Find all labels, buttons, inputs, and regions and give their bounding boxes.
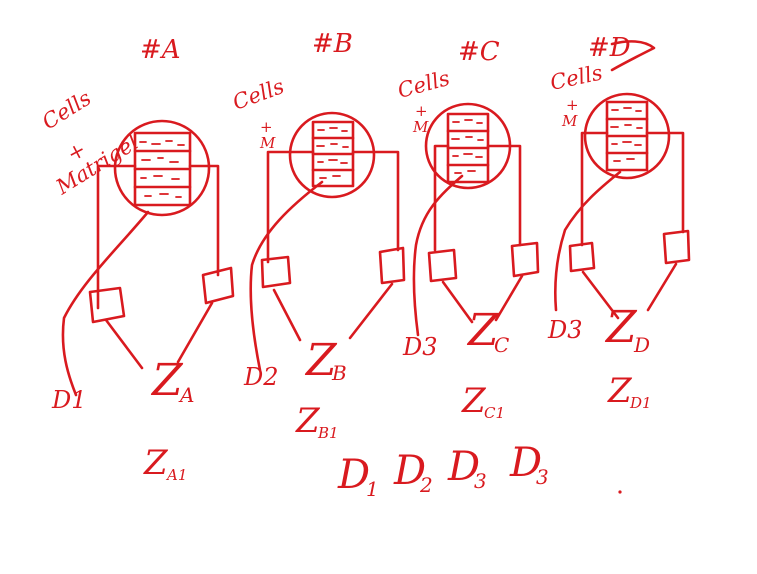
- setup-b-z-subscript: B: [331, 361, 347, 385]
- setup-d-z-label: Z: [604, 302, 638, 353]
- setup-c-electrode-left: [435, 146, 448, 250]
- setup-b-layers: [313, 138, 353, 170]
- setup-a-title: #A: [140, 35, 181, 65]
- bottom-d3-subscript: 3: [474, 469, 487, 493]
- setup-d-matrix-label: M: [561, 112, 578, 130]
- setup-c-cells-label: Cells: [395, 66, 452, 103]
- setup-c-z-subscript: C: [494, 333, 509, 357]
- setup-a-z-prime: Z: [143, 443, 169, 483]
- setup-b-matrix-label: M: [259, 134, 276, 152]
- setup-a-layers: [135, 151, 190, 187]
- stray-dot: [618, 490, 621, 493]
- setup-c: #C Cells + M D3 Z C Z C1: [395, 37, 538, 422]
- setup-b: #B Cells + M D2 Z B Z B1: [230, 29, 404, 442]
- setup-b-z-leads: [274, 284, 392, 340]
- bottom-d-row: D 1 D 2 D 3 D 3: [337, 440, 549, 501]
- setup-d: #D Cells + M D3 Z D Z D1: [547, 33, 689, 412]
- setup-a-cells-label: Cells: [38, 86, 96, 134]
- setup-c-z-prime-subscript: C1: [484, 404, 505, 422]
- setup-d-electrode-left: [582, 133, 607, 245]
- setup-d-box-left: [570, 243, 594, 271]
- bottom-d4-subscript: 3: [536, 465, 549, 489]
- setup-a-electrode-left: [98, 166, 135, 308]
- setup-c-title: #C: [458, 37, 500, 67]
- setup-b-z-prime-subscript: B1: [317, 424, 339, 442]
- setup-d-electrode-right: [647, 133, 683, 232]
- setup-a-d-lead: [63, 212, 148, 395]
- setup-b-cells-label: Cells: [230, 74, 288, 115]
- setup-b-box-left: [262, 257, 290, 287]
- bottom-d2-subscript: 2: [419, 473, 433, 497]
- setup-a-box-left: [90, 288, 124, 322]
- setup-a-z-subscript: A: [178, 383, 194, 407]
- setup-b-title: #B: [312, 29, 353, 59]
- setup-a-d-label: D1: [51, 386, 87, 414]
- setup-a-z-label: Z: [150, 355, 184, 406]
- setup-c-box-left: [429, 250, 456, 281]
- setup-d-z-subscript: D: [633, 333, 650, 357]
- setup-d-box-right: [664, 231, 689, 263]
- setup-a-electrode-right: [190, 166, 218, 275]
- setup-b-box-right: [380, 248, 404, 283]
- setup-c-d-label: D3: [402, 333, 438, 361]
- setup-b-electrode-right: [353, 152, 398, 250]
- bottom-d1-subscript: 1: [366, 477, 379, 501]
- setup-a: #A Cells + Matrigel D1 Z A Z A1: [38, 35, 233, 484]
- setup-b-d-label: D2: [243, 363, 279, 391]
- setup-d-d-lead: [555, 172, 620, 310]
- setup-c-matrix-label: M: [412, 118, 429, 136]
- setup-d-title: #D: [588, 33, 631, 63]
- setup-d-cells-label: Cells: [548, 60, 605, 94]
- setup-a-z-prime-subscript: A1: [165, 466, 187, 484]
- setup-d-d-label: D3: [547, 316, 583, 344]
- setup-c-box-right: [512, 243, 538, 276]
- setup-d-z-prime-subscript: D1: [629, 394, 652, 412]
- setup-c-electrode-right: [488, 146, 520, 245]
